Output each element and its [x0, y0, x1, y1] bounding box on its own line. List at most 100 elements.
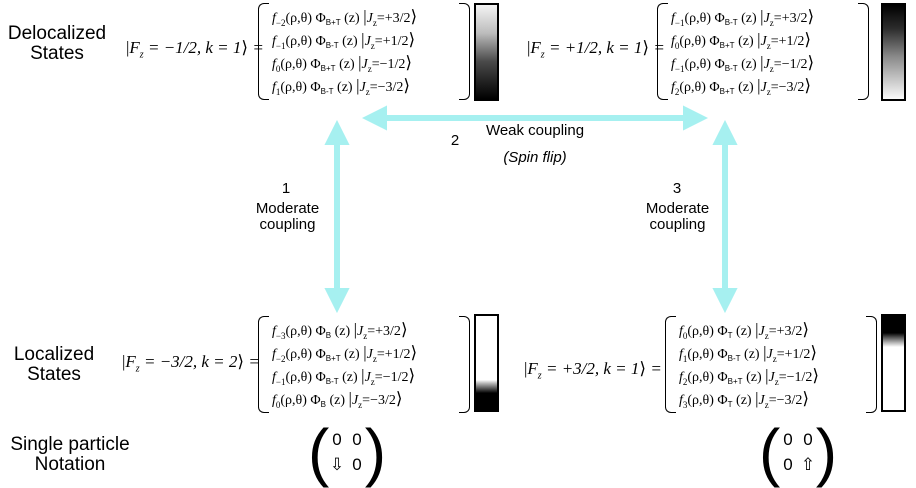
ket-k-value: 1 [232, 38, 242, 57]
coupling-1-number: 1 [281, 180, 291, 197]
component-bar: | [356, 76, 360, 95]
component-jz: J [361, 57, 368, 72]
component-z: (z) [335, 57, 359, 72]
component-jz: J [760, 34, 767, 49]
component-f-index: 0 [275, 399, 281, 410]
component-jz: J [760, 80, 767, 95]
component-f: f [679, 347, 683, 362]
component-bar: | [361, 30, 365, 49]
component-bar: | [755, 320, 759, 339]
component-phi-subscript: B-T [325, 377, 339, 386]
ket-fz-value: −3/2 [159, 352, 193, 371]
left-bracket [258, 316, 269, 413]
component-rho-theta: (ρ,θ) [684, 11, 711, 26]
coupling-3-number: 3 [672, 180, 682, 197]
component-f-index: 2 [682, 376, 688, 387]
component-jz: J [351, 393, 359, 408]
component-jz-sub: z [365, 86, 370, 97]
component-z: (z) [338, 370, 362, 385]
component-ket-close: ⟩ [807, 7, 815, 26]
component-phi-subscript: B-T [724, 18, 738, 27]
ket-fz-value: +1/2 [564, 38, 598, 57]
left-paren: ( [308, 416, 330, 488]
component-z: (z) [740, 347, 764, 362]
spin-flip-label: (Spin flip) [503, 149, 567, 166]
component-jz: J [763, 11, 770, 26]
right-paren: ) [815, 416, 837, 488]
component-z: (z) [737, 57, 761, 72]
component-phi: Φ [713, 324, 728, 339]
component-bar: | [348, 389, 352, 408]
component-phi: Φ [306, 393, 321, 408]
component-bar: | [760, 7, 764, 26]
component-phi: Φ [713, 347, 728, 362]
component-jz-value: =+1/2 [776, 347, 811, 362]
left-bracket [665, 316, 676, 413]
component-jz-sub: z [764, 330, 769, 341]
component-z: (z) [734, 80, 758, 95]
localized-states-label: Localized States [13, 344, 95, 385]
component-jz-sub: z [372, 353, 377, 364]
single-particle-notation-label: Single particle Notation [10, 434, 130, 475]
right-bracket [459, 316, 470, 413]
state-component-row: f0(ρ,θ) ΦT (z) |Jz=+3/2⟩ [679, 319, 810, 341]
component-jz-sub: z [370, 376, 375, 387]
component-jz-value: =−1/2 [778, 370, 813, 385]
component-rho-theta: (ρ,θ) [285, 34, 312, 49]
component-bar: | [765, 366, 769, 385]
ket-top-right: |Fz = +1/2, k = 1⟩ = [527, 38, 665, 61]
component-rho-theta: (ρ,θ) [684, 57, 711, 72]
right-bracket [858, 3, 869, 100]
component-f: f [272, 11, 276, 26]
component-f: f [679, 324, 683, 339]
component-jz: J [357, 324, 364, 339]
component-jz-sub: z [766, 86, 771, 97]
component-ket-close: ⟩ [812, 366, 820, 385]
component-rho-theta: (ρ,θ) [285, 347, 312, 362]
component-z: (z) [732, 324, 756, 339]
component-rho-theta: (ρ,θ) [687, 393, 714, 408]
delocalized-states-label: Delocalized States [7, 23, 107, 64]
component-jz-value: =−1/2 [371, 57, 406, 72]
component-phi-subscript: B-T [320, 87, 334, 96]
component-phi-subscript: B+T [727, 377, 743, 386]
component-ket-close: ⟩ [810, 343, 818, 362]
state-component-row: f−1(ρ,θ) ΦB-T (z) |Jz=−1/2⟩ [671, 52, 814, 74]
ket-bottom-right: |Fz = +3/2, k = 1⟩ = [524, 359, 662, 382]
density-bar-top-left [474, 3, 499, 101]
component-jz-value: =+1/2 [376, 347, 411, 362]
component-phi: Φ [306, 57, 321, 72]
state-component-row: f0(ρ,θ) ΦB+T (z) |Jz=−1/2⟩ [272, 52, 412, 74]
ket-top-left: |Fz = −1/2, k = 1⟩ = [126, 38, 264, 61]
ket-k-value: 1 [633, 38, 643, 57]
component-jz-sub: z [774, 376, 779, 387]
notation-cell: 0 [783, 430, 793, 449]
component-phi: Φ [711, 11, 725, 26]
right-bracket [866, 316, 877, 413]
component-jz: J [366, 11, 373, 26]
component-bar: | [363, 7, 367, 26]
component-bar: | [755, 389, 759, 408]
state-component-row: f−2(ρ,θ) ΦB+T (z) |Jz=+3/2⟩ [272, 6, 417, 28]
component-phi: Φ [711, 57, 725, 72]
component-jz: J [766, 347, 773, 362]
state-component-row: f2(ρ,θ) ΦB+T (z) |Jz=−3/2⟩ [671, 75, 811, 97]
state-component-row: f3(ρ,θ) ΦT (z) |Jz=−3/2⟩ [679, 388, 809, 410]
component-rho-theta: (ρ,θ) [679, 34, 706, 49]
component-f-index: 0 [674, 40, 680, 51]
component-ket-close: ⟩ [400, 320, 408, 339]
component-f: f [272, 324, 276, 339]
state-component-row: f1(ρ,θ) ΦB-T (z) |Jz=+1/2⟩ [679, 342, 818, 364]
component-rho-theta: (ρ,θ) [679, 80, 706, 95]
component-ket-close: ⟩ [802, 320, 810, 339]
left-paren: ( [759, 416, 781, 488]
state-component-row: f0(ρ,θ) ΦB (z) |Jz=−3/2⟩ [272, 388, 403, 410]
component-rho-theta: (ρ,θ) [285, 370, 312, 385]
component-rho-theta: (ρ,θ) [280, 80, 307, 95]
notation-cell: 0 [352, 455, 362, 474]
component-jz-value: =+1/2 [374, 34, 409, 49]
component-z: (z) [331, 324, 354, 339]
state-component-row: f−1(ρ,θ) ΦB-T (z) |Jz=−1/2⟩ [272, 365, 415, 387]
component-rho-theta: (ρ,θ) [687, 324, 714, 339]
